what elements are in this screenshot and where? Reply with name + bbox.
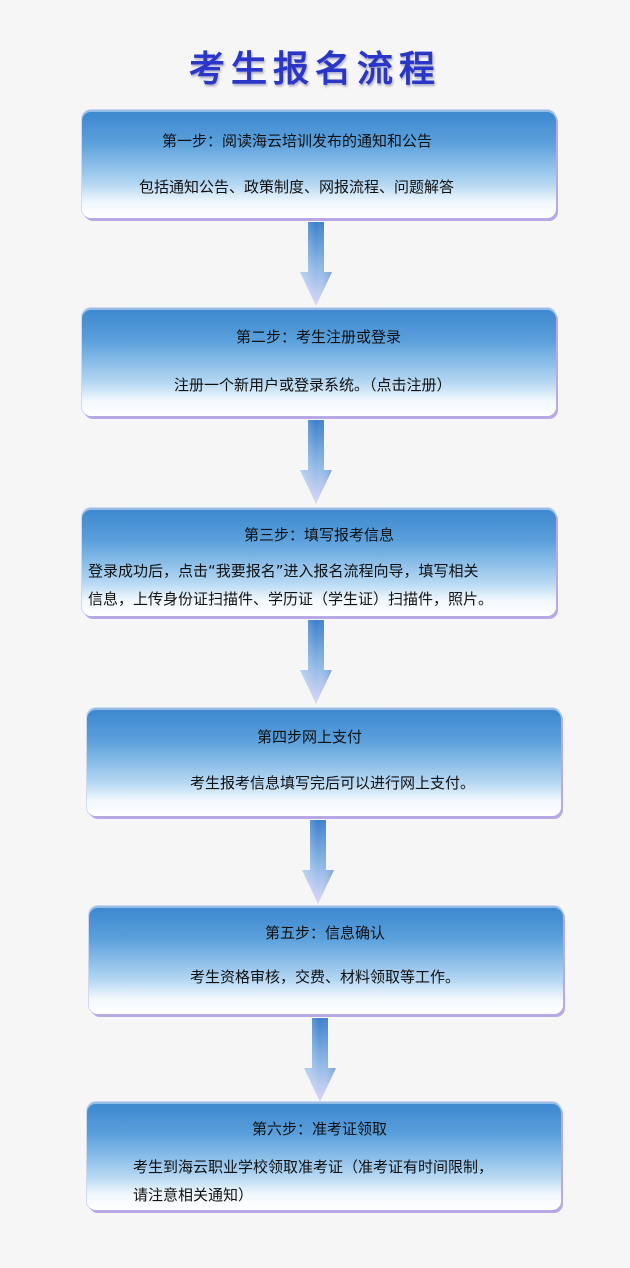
step-3-detail-line-2: 信息，上传身份证扫描件、学历证（学生证）扫描件，照片。: [88, 590, 494, 608]
step-4-detail-line-1: 考生报考信息填写完后可以进行网上支付。: [190, 774, 476, 792]
down-arrow-icon: [302, 820, 334, 904]
step-4-box: 第四步网上支付 考生报考信息填写完后可以进行网上支付。: [87, 708, 561, 816]
step-6-box: 第六步：准考证领取 考生到海云职业学校领取准考证（准考证有时间限制， 请注意相关…: [87, 1102, 561, 1210]
step-1-box: 第一步：阅读海云培训发布的通知和公告 包括通知公告、政策制度、网报流程、问题解答: [82, 110, 556, 218]
page-title: 考生报名流程: [188, 49, 441, 90]
step-3-detail-line-1: 登录成功后，点击“我要报名”进入报名流程向导，填写相关: [88, 562, 479, 580]
step-6-detail-line-2: 请注意相关通知）: [133, 1186, 254, 1204]
step-2-detail-line-1: 注册一个新用户或登录系统。（点击注册）: [174, 376, 452, 394]
step-5-detail-line-1: 考生资格审核，交费、材料领取等工作。: [190, 968, 461, 986]
down-arrow-icon: [300, 222, 332, 306]
step-4-heading: 第四步网上支付: [257, 728, 363, 746]
step-2-box: 第二步：考生注册或登录 注册一个新用户或登录系统。（点击注册）: [82, 308, 556, 416]
step-5-heading: 第五步：信息确认: [265, 924, 386, 942]
step-6-detail-line-1: 考生到海云职业学校领取准考证（准考证有时间限制，: [133, 1158, 494, 1176]
step-1-detail-line-1: 包括通知公告、政策制度、网报流程、问题解答: [139, 178, 455, 196]
down-arrow-icon: [300, 420, 332, 504]
down-arrow-icon: [304, 1018, 336, 1102]
step-5-box: 第五步：信息确认 考生资格审核，交费、材料领取等工作。: [89, 906, 563, 1014]
step-3-heading: 第三步：填写报考信息: [244, 526, 395, 544]
step-3-box: 第三步：填写报考信息 登录成功后，点击“我要报名”进入报名流程向导，填写相关 信…: [82, 508, 556, 616]
down-arrow-icon: [300, 620, 332, 704]
step-2-heading: 第二步：考生注册或登录: [236, 328, 402, 346]
step-1-heading: 第一步：阅读海云培训发布的通知和公告: [162, 132, 433, 150]
step-6-heading: 第六步：准考证领取: [252, 1120, 388, 1138]
